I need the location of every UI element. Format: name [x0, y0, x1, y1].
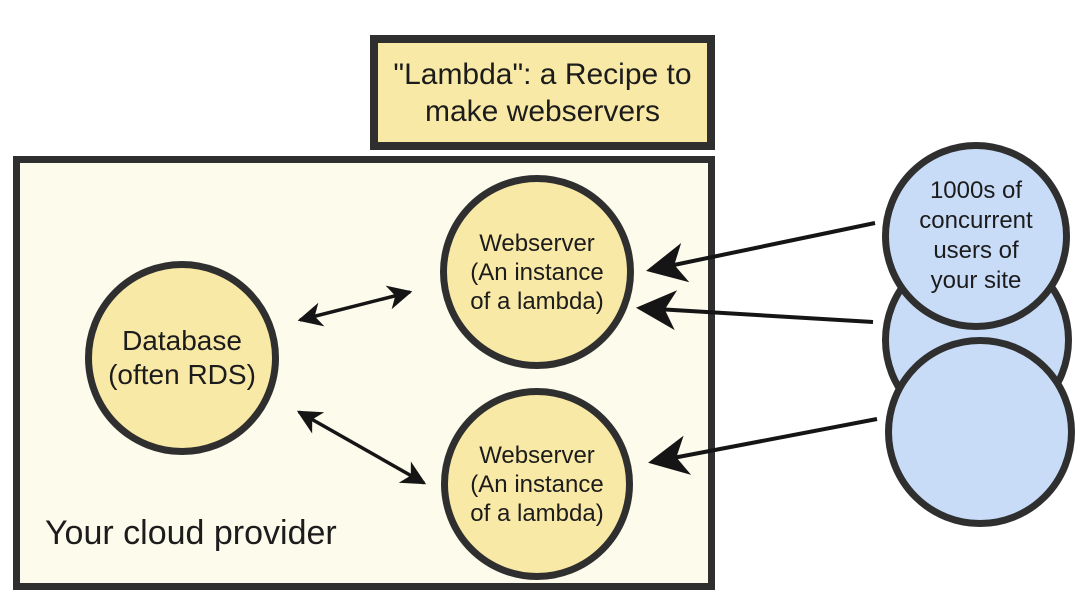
webserver-top-label-line-3: of a lambda)	[470, 287, 604, 315]
database-label-line-1: Database	[122, 325, 242, 356]
users-label-line-3: users of	[933, 237, 1019, 264]
webserver-bottom-label-line-1: Webserver	[479, 441, 595, 469]
webserver-bottom-node: Webserver (An instance of a lambda)	[441, 388, 633, 580]
users-label-line-4: your site	[930, 267, 1022, 294]
database-label-line-2: (often RDS)	[108, 359, 256, 390]
title-box: "Lambda": a Recipe to make webservers	[370, 35, 715, 150]
title-line-2: make webservers	[424, 94, 661, 128]
webserver-bottom-label-line-2: (An instance	[470, 470, 604, 498]
webserver-top-label-line-2: (An instance	[470, 258, 604, 286]
cloud-provider-label: Your cloud provider	[45, 514, 337, 552]
webserver-top-label-line-1: Webserver	[479, 229, 595, 257]
webserver-bottom-label-line-3: of a lambda)	[470, 499, 604, 527]
users-label-line-2: concurrent	[919, 207, 1033, 234]
webserver-top-node: Webserver (An instance of a lambda)	[440, 175, 634, 369]
database-node: Database (often RDS)	[85, 261, 279, 455]
users-circle-top: 1000s of concurrent users of your site	[882, 142, 1070, 330]
users-circle-bottom	[885, 337, 1075, 527]
users-label-line-1: 1000s of	[929, 177, 1023, 204]
title-line-1: "Lambda": a Recipe to	[393, 57, 692, 91]
